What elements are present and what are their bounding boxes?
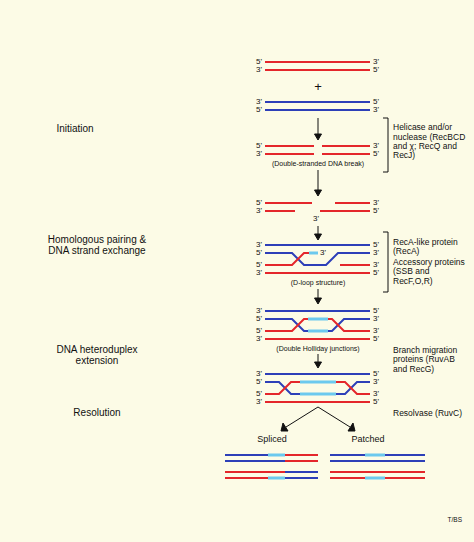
structure-caption: (Double Holliday junctions) [276, 345, 359, 352]
strand-end-label: 3' [373, 142, 379, 150]
protein-label: Branch migration proteins (RuvAB and Rec… [393, 346, 469, 374]
new-synthesis [365, 454, 385, 457]
arrowhead [315, 134, 322, 140]
arrowhead [315, 362, 322, 368]
step-arrow [318, 354, 319, 362]
step-arrow [318, 226, 319, 234]
strand-end-label: 3' [373, 327, 379, 335]
blue-duplex [265, 102, 370, 110]
new-synthesis [268, 454, 285, 457]
dloop-strand [265, 253, 370, 265]
strand-end-label: 3' [373, 261, 379, 269]
strand-end-label: 3' [373, 378, 379, 386]
step-arrow [318, 170, 319, 190]
ext-strand [265, 382, 370, 402]
spliced-product [285, 455, 318, 461]
step-arrow [286, 407, 318, 427]
strand-end-label: 3' [256, 66, 262, 74]
protein-label: Accessory proteins (SSB and RecF,O,R) [393, 258, 469, 286]
structure-caption: (D-loop structure) [291, 279, 345, 286]
protein-label: Helicase and/or nuclease (RecBCD and χ; … [393, 123, 469, 160]
strand-end-label: 3' [256, 398, 262, 406]
protein-label: Resolvase (RuvC) [393, 409, 469, 418]
red-duplex [265, 62, 370, 70]
strand-end-label: 3' [373, 249, 379, 257]
strand-end-label: 5' [256, 58, 262, 66]
strand-end-label: 3' [256, 241, 262, 249]
strand-end-label: 5' [256, 261, 262, 269]
strand-end-label: 5' [256, 106, 262, 114]
new-synthesis [308, 319, 328, 331]
hj-strand [265, 319, 370, 339]
protein-label: RecA-like protein (RecA) [393, 238, 469, 257]
product-label: Patched [351, 435, 384, 445]
strand-end-label: 3' [256, 98, 262, 106]
strand-end-label: 5' [373, 398, 379, 406]
strand-end-label: 5' [373, 241, 379, 249]
step-arrow [318, 407, 350, 427]
strand-end-label: 5' [256, 315, 262, 323]
strand-end-label: 3' [373, 58, 379, 66]
bracket [383, 232, 388, 292]
strand-end-label: 5' [373, 207, 379, 215]
strand-end-label: 5' [373, 66, 379, 74]
strand-end-label: 5' [373, 370, 379, 378]
hj-strand [265, 311, 370, 331]
strand-end-label: 3' [256, 370, 262, 378]
new-synthesis [300, 382, 336, 394]
strand-end-label: 5' [256, 249, 262, 257]
spliced-product [225, 455, 285, 461]
dloop-strand [265, 244, 370, 246]
new-synthesis [309, 252, 318, 255]
stage-label: Initiation [56, 123, 93, 134]
strand-end-label: 3' [373, 106, 379, 114]
step-arrow [318, 289, 319, 298]
strand-end-label: 5' [256, 327, 262, 335]
structure-caption: (Double-stranded DNA break) [272, 160, 364, 167]
arrowhead [315, 234, 322, 240]
dloop-strand [265, 253, 370, 273]
stage-label: Resolution [73, 407, 120, 418]
product-label: Spliced [257, 435, 287, 445]
strand-end-label: 3' [320, 249, 326, 257]
strand-end-label: 3' [256, 307, 262, 315]
strand-end-label: 5' [373, 150, 379, 158]
arrowhead [348, 423, 355, 431]
arrowhead [315, 190, 322, 196]
spliced-product [285, 472, 318, 478]
arrowhead [315, 298, 322, 304]
strand-end-label: 5' [373, 269, 379, 277]
strand-end-label: 3' [256, 269, 262, 277]
strand-end-label: 5' [256, 378, 262, 386]
strand-end-label: 3' [256, 150, 262, 158]
new-synthesis [268, 477, 285, 480]
plus-sign: + [314, 80, 322, 93]
strand-end-label: 5' [373, 335, 379, 343]
new-synthesis [365, 477, 385, 480]
strand-end-label: 3' [373, 199, 379, 207]
broken-duplex [265, 146, 370, 154]
spliced-product [225, 472, 285, 478]
strand-end-label: 3' [256, 335, 262, 343]
stage-label: Homologous pairing & DNA strand exchange [47, 234, 147, 256]
strand-end-label: 5' [256, 199, 262, 207]
strand-end-label: 5' [373, 307, 379, 315]
step-arrow [318, 118, 319, 134]
credit-label: T/BS [448, 516, 462, 523]
bracket [383, 118, 388, 172]
resected-duplex [265, 203, 370, 211]
strand-end-label: 3' [256, 207, 262, 215]
strand-end-label: 3' [373, 390, 379, 398]
strand-end-label: 3' [373, 315, 379, 323]
strand-end-label: 3' [313, 215, 319, 223]
stage-label: DNA heteroduplex extension [47, 344, 147, 366]
strand-end-label: 5' [256, 142, 262, 150]
strand-end-label: 5' [373, 98, 379, 106]
patched-product [330, 455, 425, 461]
strand-end-label: 5' [256, 390, 262, 398]
arrowhead [281, 423, 288, 431]
patched-product [330, 472, 425, 478]
